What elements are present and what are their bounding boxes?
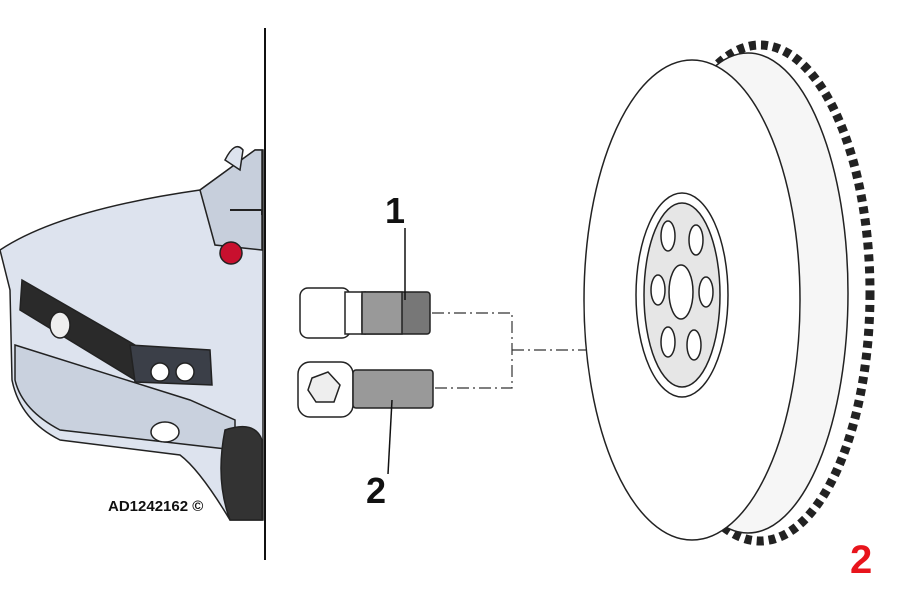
car-illustration — [0, 145, 264, 521]
location-marker — [219, 241, 243, 265]
flywheel — [583, 40, 875, 546]
part-label-2: 2 — [366, 470, 387, 511]
bolt-2 — [297, 361, 434, 418]
bolt-1 — [299, 287, 431, 339]
figure-number: 2 — [850, 538, 873, 582]
part-label-1: 1 — [385, 190, 406, 231]
illustration-code: AD1242162 © — [108, 498, 204, 515]
